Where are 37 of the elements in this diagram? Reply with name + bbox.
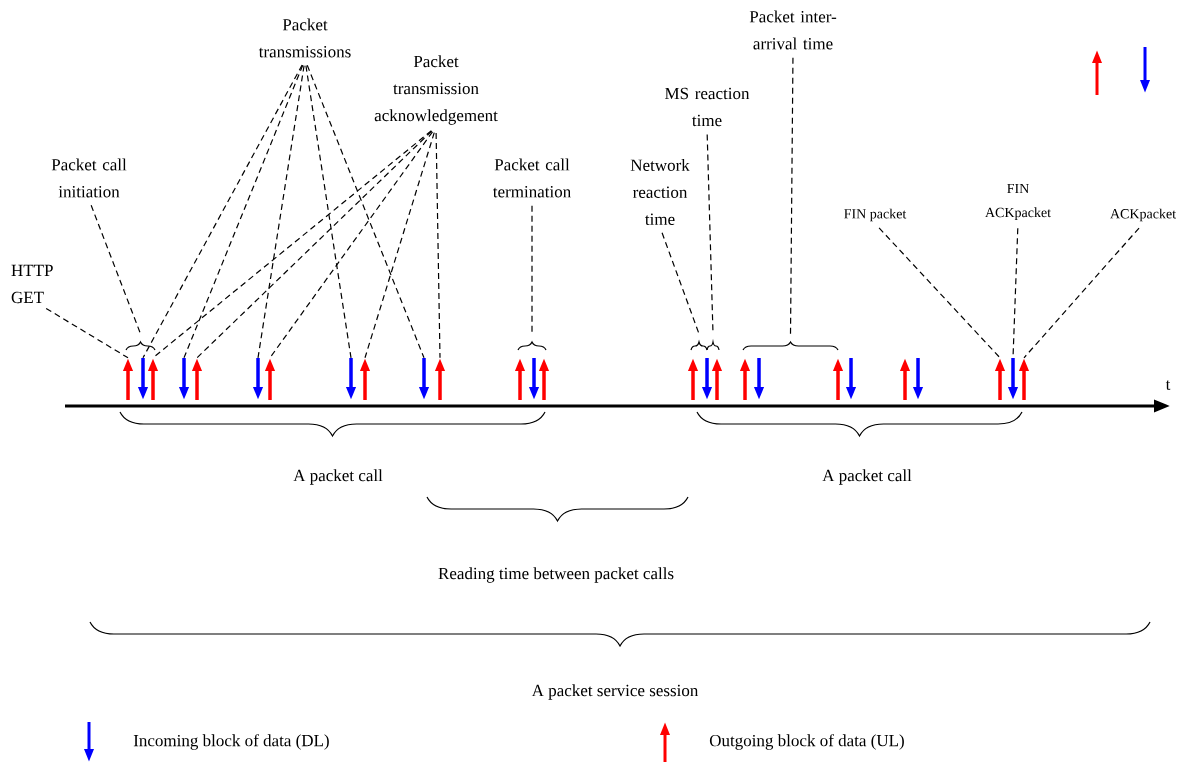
leader-line — [196, 130, 433, 359]
brace — [517, 341, 547, 351]
leader-line — [306, 64, 425, 359]
leader-line — [45, 307, 129, 359]
callout-text: Network reaction time — [630, 159, 690, 225]
brace — [125, 341, 156, 351]
callout-text: Packet transmissions — [258, 18, 351, 58]
leader-line — [661, 232, 700, 335]
callout-text: Packet call termination — [493, 158, 571, 198]
brace — [690, 341, 708, 351]
callout-text: Packet call initiation — [51, 158, 127, 198]
callout-text: HTTP GET — [11, 264, 53, 304]
callout-text: FIN packet — [844, 208, 907, 222]
leader-line — [364, 132, 435, 359]
leader-line — [183, 64, 304, 359]
callout-text: ACKpacket — [1110, 208, 1176, 222]
leader-line — [1023, 227, 1140, 359]
callout-text: FIN ACKpacket — [985, 183, 1051, 221]
brace-label: A packet service session — [531, 684, 699, 700]
legend-text: Outgoing block of data (UL) — [709, 734, 904, 750]
brace — [742, 341, 839, 351]
brace-label: A packet call — [822, 469, 912, 485]
callout-text: MS reaction time — [665, 87, 750, 127]
axis-label: t — [1165, 380, 1171, 390]
brace-label: A packet call — [293, 469, 383, 485]
callout-text: Packet inter-arrival time — [749, 10, 837, 50]
brace — [706, 341, 720, 351]
leader-line — [789, 57, 794, 335]
leader-line — [142, 64, 303, 359]
leader-line — [90, 204, 142, 335]
callout-text: Packet transmission acknowledgement — [374, 55, 498, 125]
leader-line — [257, 65, 305, 359]
leader-line — [305, 65, 352, 359]
brace-label: Reading time between packet calls — [438, 567, 674, 583]
leader-line — [435, 132, 441, 359]
legend-text: Incoming block of data (DL) — [133, 734, 329, 750]
leader-line — [878, 227, 1001, 359]
